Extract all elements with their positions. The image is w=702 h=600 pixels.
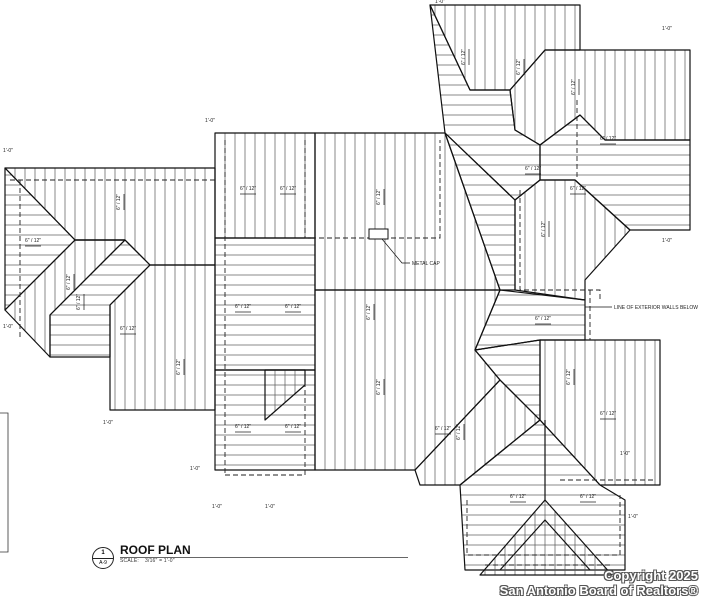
- slope-label: 6" / 12": [535, 316, 551, 322]
- dimension-label: 1'-0": [212, 504, 222, 510]
- roof-plane-15: [509, 49, 691, 146]
- slope-label: 6" / 12": [571, 79, 577, 95]
- wall-line-6: [466, 495, 621, 556]
- copyright-watermark: Copyright 2025 San Antonio Board of Real…: [500, 568, 698, 598]
- dimension-label: 1'-0": [103, 420, 113, 426]
- legend-frame: [0, 412, 9, 553]
- slope-label: 6" / 12": [456, 424, 462, 440]
- slope-label: 6" / 12": [25, 238, 41, 244]
- roof-plane-17: [514, 179, 631, 301]
- slope-label: 6" / 12": [285, 304, 301, 310]
- slope-label: 6" / 12": [376, 379, 382, 395]
- slope-label: 6" / 12": [235, 424, 251, 430]
- detail-callout: 1 A-9: [92, 547, 114, 569]
- slope-label: 6" / 12": [66, 274, 72, 290]
- wall-line-4: [304, 140, 441, 239]
- wall-line-5: [225, 380, 306, 476]
- scale-value: 3/16" = 1'-0": [145, 558, 175, 564]
- roof-plane-22: [459, 419, 626, 571]
- title-underline: [120, 557, 408, 558]
- slope-label: 6" / 12": [541, 221, 547, 237]
- callout-number: 1: [93, 548, 113, 559]
- slope-label: 6" / 12": [435, 426, 451, 432]
- slope-label: 6" / 12": [116, 194, 122, 210]
- drawing-scale: SCALE: 3/16" = 1'-0": [120, 558, 175, 564]
- dimension-label: 1'-0": [205, 118, 215, 124]
- wall-line-9: [519, 190, 601, 300]
- slope-label: 6" / 12": [76, 294, 82, 310]
- metal-cap: [368, 228, 389, 240]
- metal-cap-note: METAL CAP: [412, 261, 440, 267]
- watermark-line-1: Copyright 2025: [604, 568, 698, 583]
- roof-plane-6: [214, 132, 316, 239]
- slope-label: 6" / 12": [285, 424, 301, 430]
- metal-cap-leader: [381, 238, 410, 264]
- slope-label: 6" / 12": [176, 359, 182, 375]
- slope-label: 6" / 12": [566, 369, 572, 385]
- slope-label: 6" / 12": [510, 494, 526, 500]
- ridge-line-1: [499, 519, 591, 571]
- dimension-label: 1'-0": [662, 238, 672, 244]
- slope-label: 6" / 12": [525, 166, 541, 172]
- dimension-label: 1'-0": [3, 324, 13, 330]
- slope-label: 6" / 12": [235, 304, 251, 310]
- slope-label: 6" / 12": [461, 49, 467, 65]
- dimension-label: 1'-0": [628, 514, 638, 520]
- drawing-title: ROOF PLAN: [120, 543, 191, 557]
- dimension-label: 1'-0": [435, 0, 445, 5]
- slope-label: 6" / 12": [600, 411, 616, 417]
- slope-label: 6" / 12": [600, 136, 616, 142]
- dimension-label: 1'-0": [3, 148, 13, 154]
- dimension-label: 1'-0": [265, 504, 275, 510]
- dimension-label: 1'-0": [620, 451, 630, 457]
- slope-label: 6" / 12": [570, 186, 586, 192]
- slope-label: 6" / 12": [280, 186, 296, 192]
- dimension-label: 1'-0": [662, 26, 672, 32]
- slope-label: 6" / 12": [366, 304, 372, 320]
- callout-sheet: A-9: [99, 560, 107, 566]
- dimension-label: 1'-0": [190, 466, 200, 472]
- watermark-line-2: San Antonio Board of Realtors®: [499, 583, 698, 598]
- slope-label: 6" / 12": [580, 494, 596, 500]
- scale-label: SCALE:: [120, 558, 139, 564]
- exterior-walls-note: LINE OF EXTERIOR WALLS BELOW: [614, 305, 698, 311]
- slope-label: 6" / 12": [376, 189, 382, 205]
- slope-label: 6" / 12": [240, 186, 256, 192]
- slope-label: 6" / 12": [516, 59, 522, 75]
- slope-label: 6" / 12": [120, 326, 136, 332]
